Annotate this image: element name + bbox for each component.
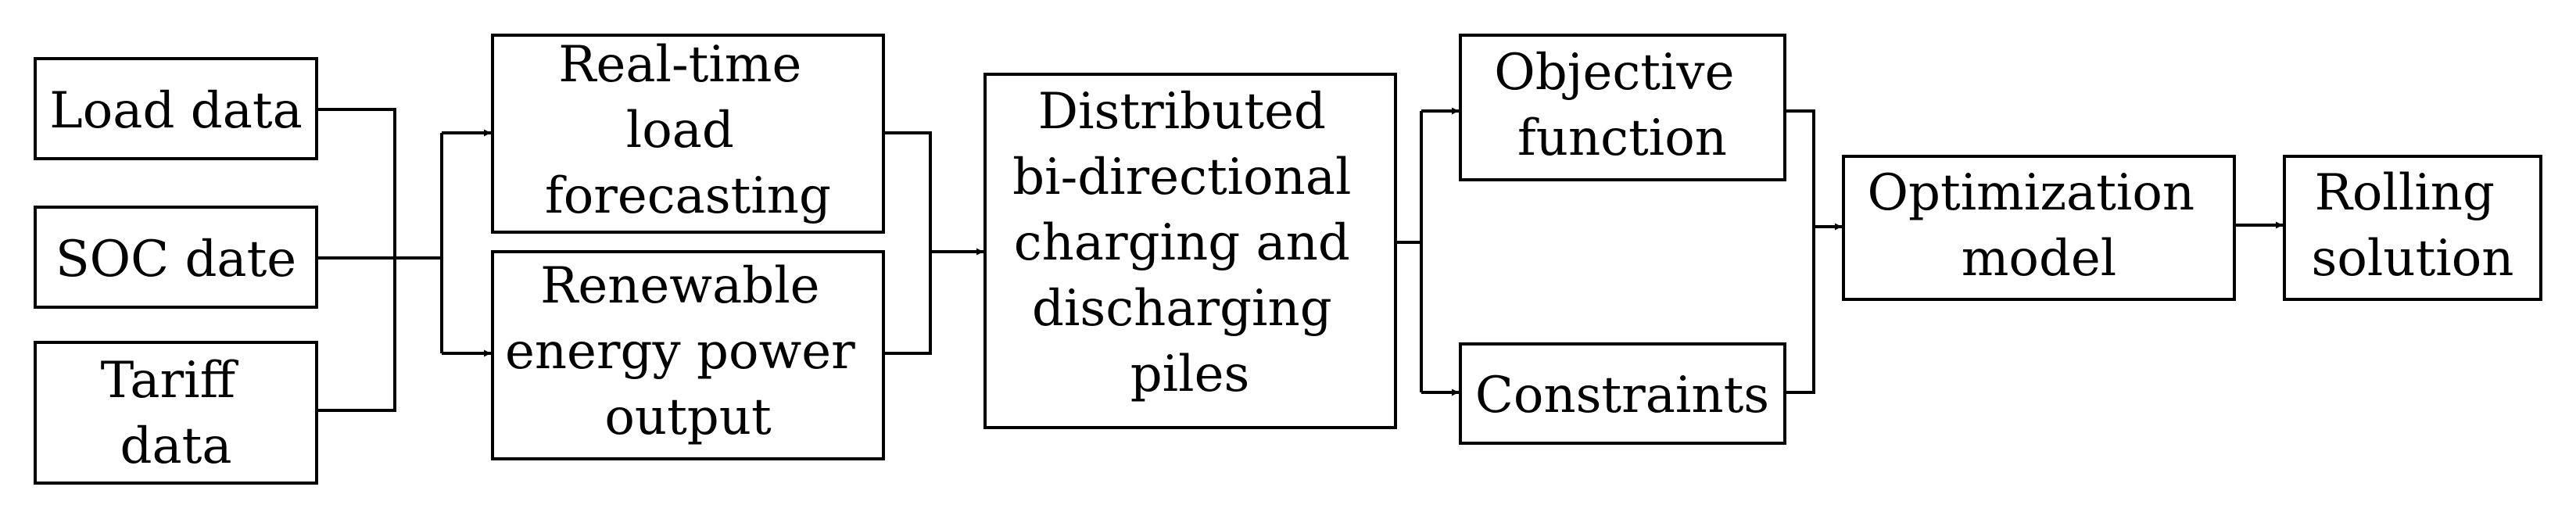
realtime-forecast-label-line: forecasting: [545, 167, 831, 225]
constraints-label: Constraints: [1475, 367, 1769, 424]
soc-date-label: SOC date: [56, 231, 296, 288]
constraints-label-line: Constraints: [1475, 367, 1769, 424]
piles-box: [983, 73, 1397, 429]
realtime-forecast-box: [491, 34, 885, 234]
node-boxes: [34, 34, 2542, 485]
rolling-label-line: solution: [2312, 230, 2514, 288]
node-labels: Load data SOC date Tariff data Real-time…: [49, 36, 2513, 475]
piles-label: Distributed bi-directional charging and …: [1012, 83, 1367, 403]
piles-label-line: Distributed: [1038, 83, 1326, 141]
objective-box: [1459, 34, 1786, 181]
renewable-output-label: Renewable energy power output: [505, 257, 871, 446]
renewable-output-label-line: output: [604, 388, 772, 446]
connector-objective-constraints: [1785, 109, 1815, 394]
piles-label-line: bi-directional: [1012, 149, 1351, 206]
connector-tariff-data: [317, 258, 396, 412]
optimization-label-line: model: [1962, 230, 2117, 288]
connectors: [317, 107, 2283, 412]
connector-load-data: [317, 108, 396, 258]
renewable-output-label-line: energy power: [505, 323, 855, 381]
renewable-output-box: [491, 250, 885, 460]
realtime-forecast-label: Real-time load forecasting: [545, 36, 831, 225]
connector-realtime-forecast: [883, 131, 932, 355]
piles-label-line: piles: [1130, 346, 1250, 403]
soc-date-label-line: SOC date: [56, 231, 296, 288]
tariff-data-label-line: data: [120, 417, 232, 475]
load-data-label-line: Load data: [49, 82, 303, 140]
optimization-box: [1842, 155, 2236, 301]
rolling-label-line: Rolling: [2315, 164, 2495, 222]
soc-date-box: [34, 206, 318, 309]
rolling-box: [2283, 155, 2542, 301]
renewable-output-label-line: Renewable: [540, 257, 819, 315]
piles-label-line: charging and: [1014, 214, 1350, 272]
objective-label-line: Objective: [1494, 44, 1734, 102]
load-data-box: [34, 57, 318, 160]
tariff-data-label-line: Tariff: [101, 352, 239, 410]
piles-label-line: discharging: [1032, 280, 1332, 338]
objective-label-line: function: [1517, 109, 1727, 167]
tariff-data-label: Tariff data: [101, 352, 252, 475]
optimization-label-line: Optimization: [1868, 164, 2195, 222]
load-data-label: Load data: [49, 82, 303, 140]
tariff-data-box: [34, 341, 318, 485]
objective-label: Objective function: [1494, 44, 1750, 167]
realtime-forecast-label-line: Real-time: [558, 36, 801, 94]
realtime-forecast-label-line: load: [626, 102, 734, 159]
optimization-label: Optimization model: [1868, 164, 2211, 288]
rolling-label: Rolling solution: [2312, 164, 2514, 288]
constraints-box: [1459, 342, 1786, 445]
